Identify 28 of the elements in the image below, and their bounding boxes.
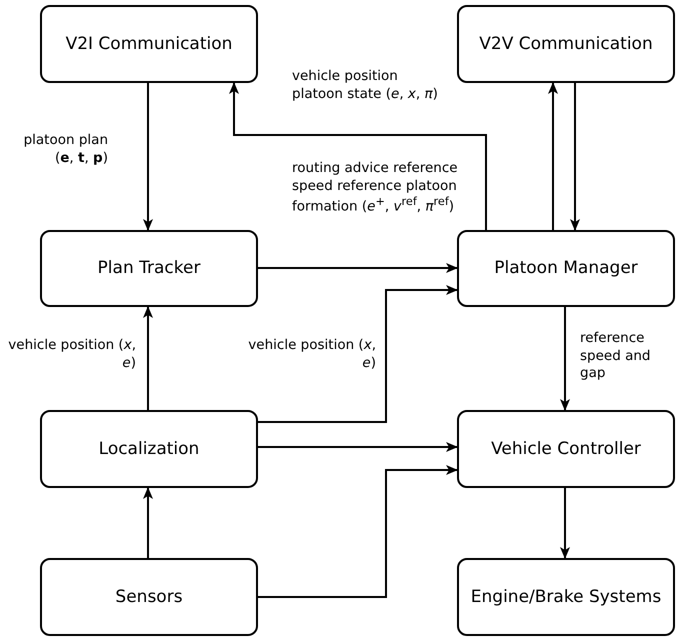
box-label: Plan Tracker xyxy=(98,257,200,280)
process-box xyxy=(457,230,675,307)
process-box xyxy=(457,410,675,488)
box-label: V2I Communication xyxy=(66,32,232,56)
arrow xyxy=(143,83,153,231)
arrow xyxy=(560,488,570,559)
arrow xyxy=(143,487,153,558)
arrow xyxy=(258,263,458,273)
process-box xyxy=(457,5,675,83)
process-box xyxy=(40,5,258,83)
process-box xyxy=(40,410,258,488)
arrow xyxy=(560,307,570,411)
arrow xyxy=(570,83,580,231)
process-box xyxy=(40,230,258,307)
box-label: Engine/Brake Systems xyxy=(470,586,662,608)
arrow xyxy=(258,442,458,452)
process-box xyxy=(40,558,258,636)
box-label: Localization xyxy=(98,438,200,460)
arrow xyxy=(548,82,558,230)
arrow xyxy=(229,82,487,230)
arrow xyxy=(258,465,458,598)
box-label: V2V Communication xyxy=(479,32,653,56)
box-label: Vehicle Controller xyxy=(491,438,641,460)
process-box xyxy=(457,558,675,636)
arrow xyxy=(258,285,458,423)
arrow xyxy=(143,306,153,410)
box-label: Sensors xyxy=(115,586,183,608)
box-label: Platoon Manager xyxy=(494,257,638,280)
